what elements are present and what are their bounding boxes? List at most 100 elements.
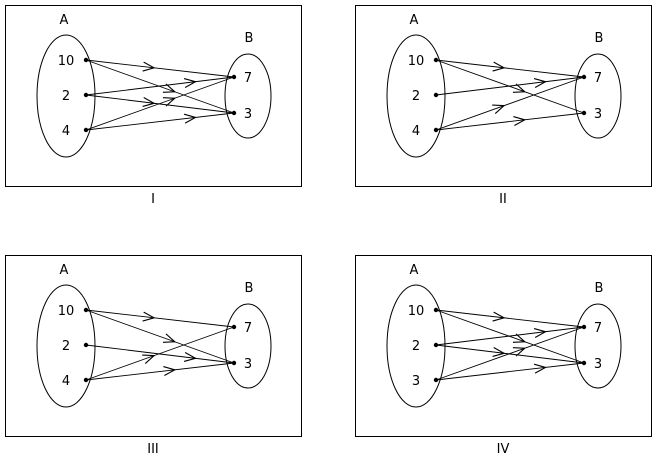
domain-dot (433, 307, 439, 313)
codomain-dot (231, 324, 237, 330)
arrowhead (183, 78, 197, 88)
panel-caption: IV (497, 442, 510, 457)
arrowhead (533, 328, 547, 338)
codomain-element: 7 (244, 71, 252, 86)
arrowhead (492, 104, 506, 114)
mapping-arrow (85, 76, 235, 96)
codomain-dot (231, 360, 237, 366)
mapping-arrow (85, 76, 235, 131)
panel-caption: II (499, 192, 507, 207)
arrowhead (512, 347, 527, 357)
set-b-oval (574, 53, 622, 139)
domain-dot (83, 307, 89, 313)
mapping-arrow (435, 59, 585, 114)
domain-dot (83, 377, 89, 383)
set-b-oval (224, 303, 272, 389)
arrowhead (163, 366, 177, 377)
domain-dot (433, 92, 439, 98)
mapping-arrow (85, 59, 235, 78)
set-a-oval (386, 34, 446, 158)
mapping-arrow (435, 76, 585, 96)
mapping-arrow (435, 362, 585, 381)
arrowhead (533, 363, 547, 374)
mapping-arrow (435, 326, 585, 346)
arrowhead (142, 97, 156, 107)
codomain-dot (581, 74, 587, 80)
domain-dot (83, 57, 89, 63)
set-b-label: B (245, 31, 254, 46)
codomain-element: 3 (594, 357, 602, 372)
set-a-label: A (410, 13, 419, 28)
set-b-oval (224, 53, 272, 139)
set-b-label: B (245, 281, 254, 296)
panel-frame (5, 5, 302, 187)
panel-caption: III (147, 442, 159, 457)
mapping-arrow (435, 309, 585, 364)
arrowhead (183, 113, 197, 124)
domain-element: 3 (412, 374, 420, 389)
codomain-element: 7 (244, 321, 252, 336)
set-a-label: A (60, 263, 69, 278)
set-b-label: B (595, 31, 604, 46)
arrowhead (183, 352, 197, 362)
mapping-arrow (85, 309, 235, 328)
domain-dot (433, 377, 439, 383)
codomain-dot (581, 360, 587, 366)
domain-dot (433, 57, 439, 63)
domain-element: 10 (58, 304, 75, 319)
arrowhead (492, 61, 506, 72)
codomain-dot (231, 110, 237, 116)
arrowhead (162, 333, 177, 343)
domain-dot (83, 342, 89, 348)
domain-element: 2 (62, 89, 70, 104)
arrowhead (512, 333, 527, 343)
domain-element: 2 (62, 339, 70, 354)
domain-dot (83, 127, 89, 133)
mapping-arrow (435, 112, 585, 131)
codomain-element: 7 (594, 321, 602, 336)
mapping-arrow (435, 76, 585, 131)
arrowhead (512, 83, 527, 93)
set-a-label: A (410, 263, 419, 278)
domain-element: 10 (58, 54, 75, 69)
arrowhead (142, 61, 156, 72)
arrowhead (162, 83, 177, 93)
codomain-element: 7 (594, 71, 602, 86)
mapping-arrow (85, 112, 235, 131)
codomain-dot (581, 324, 587, 330)
panel-frame (355, 5, 652, 187)
mapping-arrow (435, 326, 585, 381)
codomain-element: 3 (244, 357, 252, 372)
arrowhead (142, 354, 156, 364)
codomain-dot (581, 110, 587, 116)
set-b-label: B (595, 281, 604, 296)
panel-frame (355, 255, 652, 437)
panel-4: A B 10 2 3 7 3IV (355, 255, 652, 457)
codomain-dot (231, 74, 237, 80)
mapping-arrow (85, 94, 235, 114)
arrowhead (142, 311, 156, 322)
arrowhead (533, 78, 547, 88)
domain-element: 4 (62, 124, 70, 139)
mapping-arrow (85, 59, 235, 114)
mapping-arrow (435, 309, 585, 328)
codomain-element: 3 (594, 107, 602, 122)
domain-dot (433, 342, 439, 348)
set-b-oval (574, 303, 622, 389)
mapping-arrow (435, 59, 585, 78)
set-a-label: A (60, 13, 69, 28)
domain-element: 4 (62, 374, 70, 389)
mapping-arrow (85, 362, 235, 381)
mapping-arrow (435, 344, 585, 364)
arrowhead (513, 116, 527, 127)
mapping-arrow (85, 309, 235, 364)
domain-element: 10 (408, 304, 425, 319)
codomain-element: 3 (244, 107, 252, 122)
arrowhead (162, 97, 177, 107)
domain-element: 10 (408, 54, 425, 69)
domain-element: 2 (412, 339, 420, 354)
domain-dot (83, 92, 89, 98)
